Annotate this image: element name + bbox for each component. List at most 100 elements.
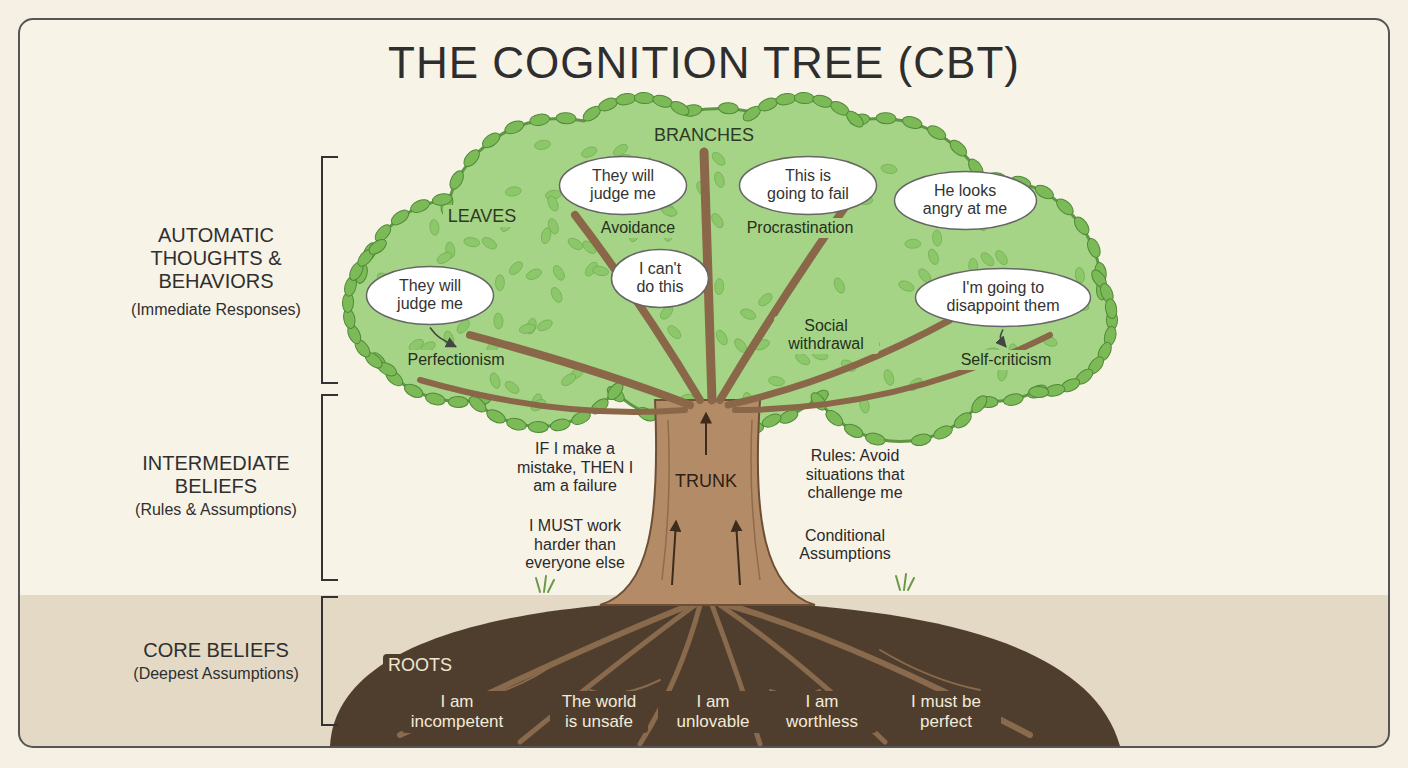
leaf [969,393,990,415]
bubble-shape [612,249,709,307]
core-belief: I am worthless [767,691,877,732]
branch [575,215,700,400]
leaf [925,123,948,142]
grass-tuft [536,576,554,592]
growth-arrow [672,522,676,585]
leaf [665,323,683,341]
leaf [461,147,482,169]
leaf [488,372,502,390]
leaf [947,137,969,159]
thought-text: They will judge me [390,277,470,314]
leaf [710,150,728,168]
leaf [905,239,921,248]
leaf [910,432,932,447]
leaf [1054,196,1076,218]
core-belief: I am unlovable [658,691,768,732]
leaf [1029,386,1049,397]
leaf [580,145,598,159]
leaf [495,275,504,291]
bark-line [662,420,669,580]
thought-text: I can't do this [632,260,688,297]
leaf [518,322,536,334]
leaf [832,276,847,294]
leaf [534,139,551,151]
diagram-title: THE COGNITION TREE (CBT) [388,38,1020,89]
branch [420,380,685,412]
belief-rule: Rules: Avoid situations that challenge m… [780,447,930,502]
thought-text: I'm going to disappoint them [944,279,1062,316]
leaf [718,102,739,114]
leaf [409,197,432,215]
frame-fill [19,19,1389,747]
leaf [485,407,508,426]
leaf [926,248,940,266]
core-belief: The world is unsafe [550,691,648,732]
leaf [880,163,897,174]
leaf [507,259,525,277]
leaf [714,278,724,294]
leaf [597,96,620,114]
leaf [435,250,453,266]
leaf [768,375,785,387]
leaf [634,92,655,104]
leaf [709,211,725,229]
leaf [952,410,975,431]
leaf [760,411,783,429]
bark-line [751,420,760,580]
leaf [366,236,389,257]
leaf [480,130,503,151]
leaf [901,114,923,130]
behavior-label: Social withdrawal [774,316,879,355]
section-subtitle: (Immediate Responses) [131,301,301,319]
bark [662,420,760,580]
leaf [668,99,691,118]
leaf [979,250,996,268]
thought-text: He looks angry at me [919,182,1011,219]
roots [400,605,1030,744]
leaf [713,171,726,189]
frame-border [19,19,1389,747]
part-name: LEAVES [443,205,522,228]
behavior-label: Procrastination [742,218,859,238]
leaf [402,381,425,400]
leaf [993,248,1009,266]
leaf [739,307,757,321]
leaf [1002,392,1024,407]
growth-arrow [705,414,707,455]
thought-bubble: They will judge me [558,155,688,216]
leaf [651,93,673,109]
canopy [342,92,1118,447]
thought-bubble: They will judge me [365,265,495,326]
leaf [1071,214,1091,237]
leader-arrow [1000,330,1006,347]
leaf [1104,298,1118,319]
bubble-shape [560,156,687,214]
leaf [775,92,797,106]
core-belief: I am incompetent [402,691,512,732]
leaf [811,93,833,109]
part-name: ROOTS [383,654,457,677]
leaf [424,391,446,407]
leaf [882,368,895,386]
thought-bubble: I'm going to disappoint them [914,267,1092,328]
section-subtitle: (Rules & Assumptions) [135,501,297,519]
leaf [503,379,521,396]
leaf [525,267,543,281]
belief-rule: I MUST work harder than everyone else [510,517,640,572]
bracket [322,395,338,580]
leaf [540,227,552,245]
leaf [559,372,577,388]
belief-rule: Conditional Assumptions [785,527,905,564]
soil [330,600,1120,746]
thought-bubble: This is going to fail [738,155,878,216]
leaf [546,194,561,212]
bubble-shape [894,171,1036,229]
leaf [556,112,577,124]
section-heading: CORE BELIEFS [143,639,289,662]
thought-text: This is going to fail [764,167,852,204]
bubble-shape [740,156,877,214]
leaf [389,207,412,228]
leaf [876,112,897,124]
leaf [480,235,498,251]
